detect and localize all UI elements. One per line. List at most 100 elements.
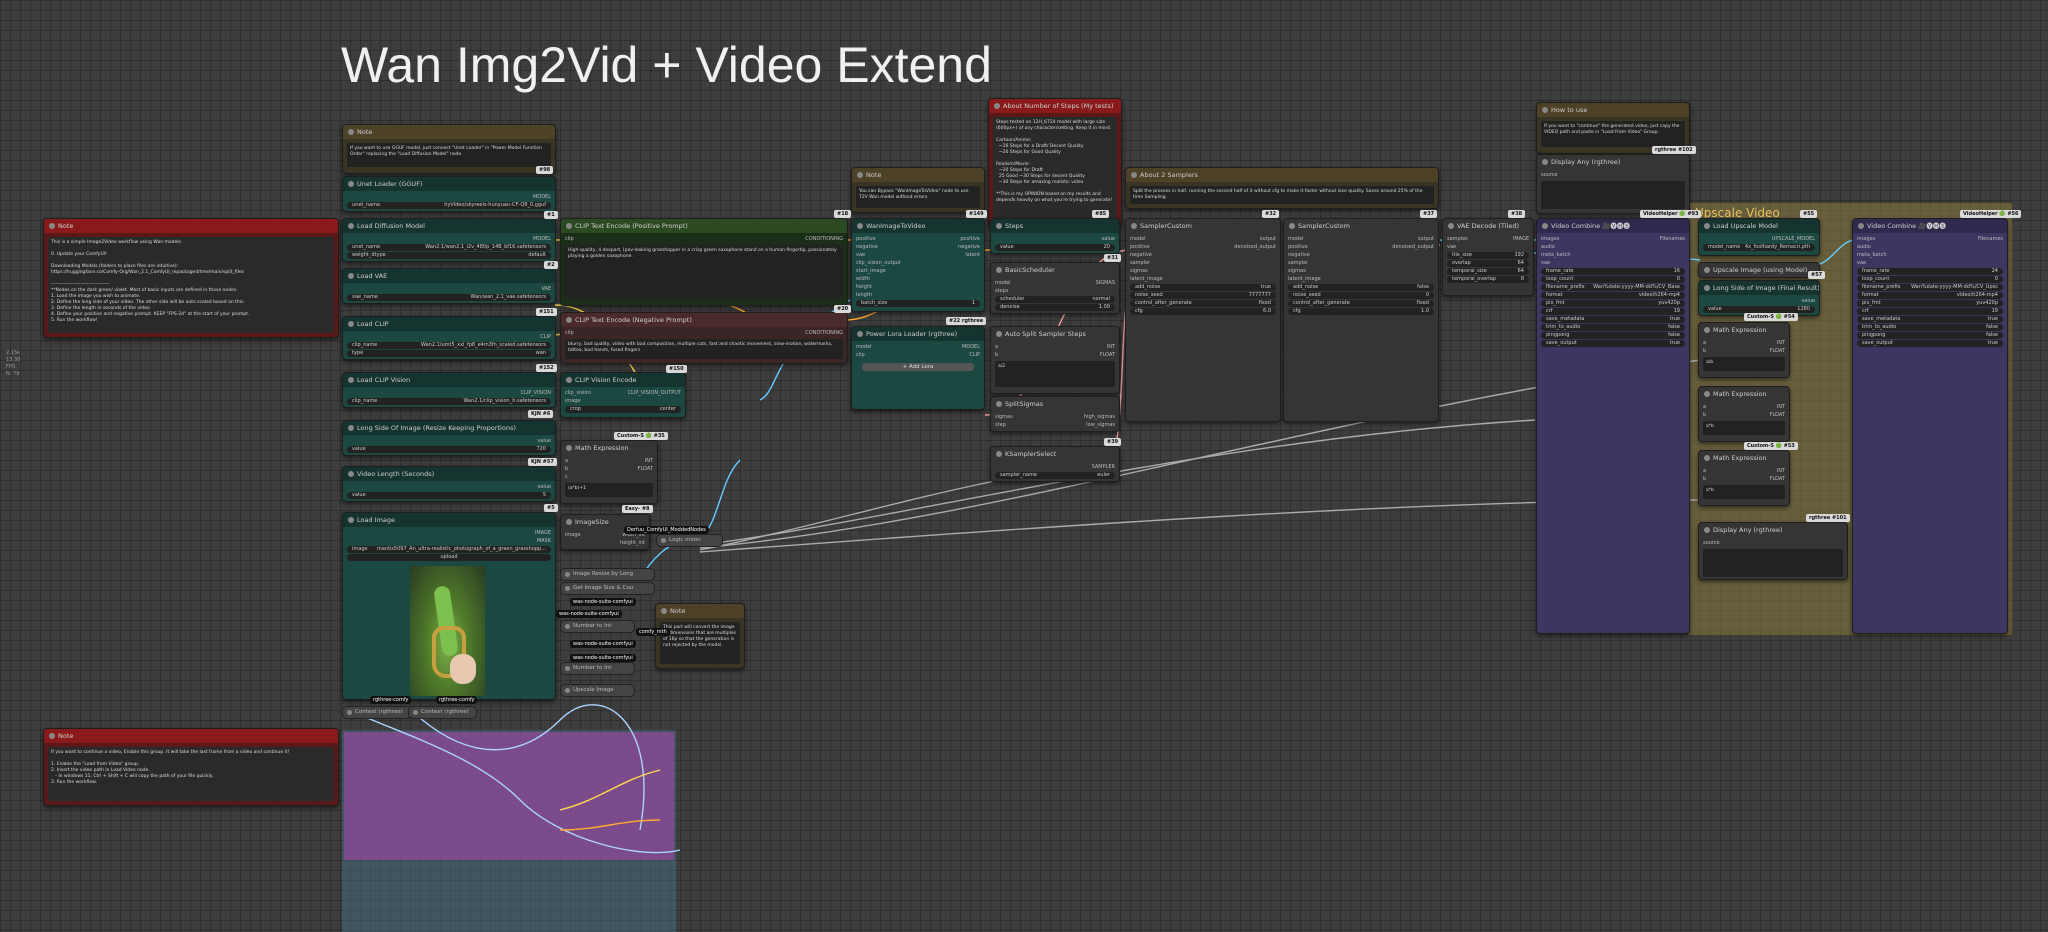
diffusion-output[interactable]: MODEL [532, 236, 551, 242]
note-bypass-text[interactable]: You can Bypass "WanImageToVideo" node to… [856, 186, 980, 208]
math-expression-text[interactable]: a*b [1703, 421, 1785, 435]
sigmas-input[interactable]: sigmas [1130, 268, 1148, 274]
a-input[interactable]: a [995, 344, 999, 350]
b-input[interactable]: b [995, 352, 999, 358]
positive-input[interactable]: positive [1130, 244, 1150, 250]
sigmas-input[interactable]: sigmas [1288, 268, 1306, 274]
steps-input[interactable]: steps [995, 288, 1009, 294]
clip-vision-output[interactable]: CLIP_VISION [520, 390, 552, 396]
images-input[interactable]: images [1541, 236, 1560, 242]
int-output[interactable]: INT [1106, 344, 1115, 350]
height-input[interactable]: height [856, 284, 872, 290]
denoised-output-port[interactable]: denoised_output [1234, 244, 1276, 250]
logic-node[interactable]: Logic moon [656, 534, 723, 547]
filenames-output[interactable]: Filenames [1977, 236, 2003, 242]
long-side-output[interactable]: value [537, 438, 551, 444]
source-input[interactable]: source [1703, 540, 1720, 546]
note-main[interactable]: Note This is a simple Image2Video workfl… [43, 218, 339, 338]
note-howto[interactable]: How to use If you want to "continue" the… [1536, 102, 1690, 154]
sampler-output[interactable]: SAMPLER [1091, 464, 1115, 470]
image-resize-node[interactable]: Image Resize by Long [560, 568, 655, 581]
clip-output[interactable]: CLIP [540, 334, 551, 340]
vae-input[interactable]: vae [856, 252, 866, 258]
clip-vision-output-port[interactable]: CLIP_VISION_OUTPUT [627, 390, 681, 396]
note-samplers-text[interactable]: Split the process in half, running the s… [1130, 186, 1434, 204]
note-continue[interactable]: Note If you want to continue a video, En… [43, 728, 339, 806]
note-howto-text[interactable]: If you want to "continue" the generated … [1541, 121, 1685, 147]
meta-batch-input[interactable]: meta_batch [1857, 252, 1887, 258]
long-side-node[interactable]: Long Side Of Image (Resize Keeping Propo… [342, 420, 556, 456]
sampler-input[interactable]: sampler [1288, 260, 1309, 266]
math-expression-text[interactable]: a/b [1703, 357, 1785, 371]
model-input[interactable]: model [1288, 236, 1304, 242]
positive-input[interactable]: positive [1288, 244, 1308, 250]
unet-output[interactable]: MODEL [532, 194, 551, 200]
c-input[interactable]: c [565, 474, 568, 480]
meta-batch-input[interactable]: meta_batch [1541, 252, 1571, 258]
upload-button[interactable]: upload [347, 554, 551, 561]
long-side-final-node[interactable]: Long Side of Image (Final Result) value … [1698, 280, 1820, 316]
negative-output[interactable]: negative [958, 244, 980, 250]
model-input[interactable]: model [1130, 236, 1146, 242]
image-output[interactable]: IMAGE [1512, 236, 1529, 242]
clip-vision-input[interactable]: clip_vision [565, 390, 591, 396]
filenames-output[interactable]: Filenames [1659, 236, 1685, 242]
a-input[interactable]: a [565, 458, 569, 464]
step-input[interactable]: step [995, 422, 1006, 428]
number-to-int-node-2[interactable]: Number to Int [560, 662, 635, 675]
audio-input[interactable]: audio [1857, 244, 1871, 250]
height-output[interactable]: height_int [620, 540, 645, 546]
note-steps-text[interactable]: Steps tested on 12H_6724 model with larg… [993, 117, 1117, 225]
int-output[interactable]: INT [644, 458, 653, 464]
math-expression-text[interactable]: (a*b)+1 [565, 483, 653, 497]
positive-prompt-text[interactable]: High-quality, 4 deepart, [pov-looking gr… [565, 245, 843, 299]
float-output[interactable]: FLOAT [637, 466, 653, 472]
note-imgsize-text[interactable]: This part will convert the image to dime… [660, 622, 740, 664]
conditioning-output[interactable]: CONDITIONING [805, 236, 843, 242]
video-length-output[interactable]: value [537, 484, 551, 490]
image-output[interactable]: IMAGE [534, 530, 551, 536]
start-image-input[interactable]: start_image [856, 268, 886, 274]
low-sigmas-output[interactable]: low_sigmas [1086, 422, 1115, 428]
latent-output[interactable]: latent [965, 252, 980, 258]
